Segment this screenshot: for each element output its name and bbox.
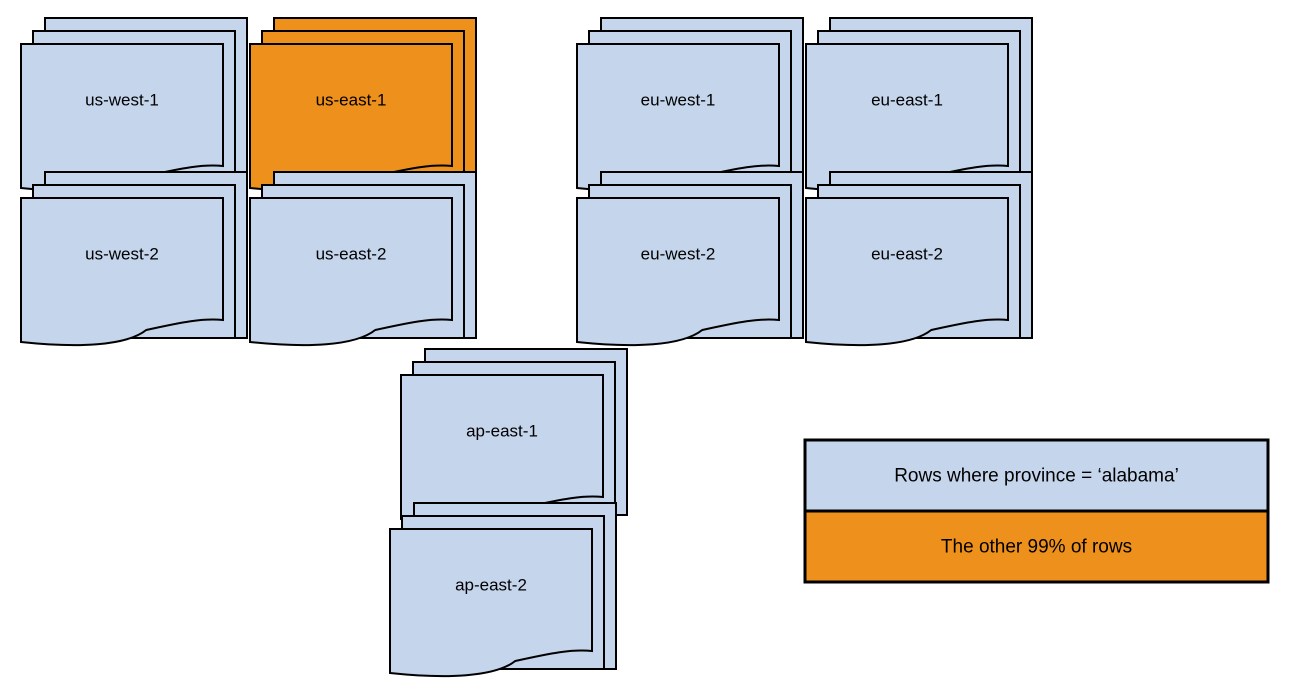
document-sheet-front[interactable] bbox=[249, 197, 453, 347]
document-sheet-front[interactable] bbox=[576, 197, 780, 347]
stack-label-us-east-1: us-east-1 bbox=[316, 90, 387, 109]
legend-highlight-label: The other 99% of rows bbox=[941, 537, 1132, 558]
stack-label-us-west-1: us-west-1 bbox=[85, 90, 159, 109]
document-stack-eu-west-1[interactable]: eu-west-1 bbox=[576, 17, 804, 193]
stack-label-ap-east-2: ap-east-2 bbox=[455, 575, 527, 594]
document-sheet-front[interactable] bbox=[20, 197, 224, 347]
legend-highlight-swatch bbox=[803, 509, 1270, 584]
document-sheet-front[interactable] bbox=[389, 528, 593, 678]
document-sheet-front[interactable] bbox=[805, 197, 1009, 347]
document-stack-eu-east-2[interactable]: eu-east-2 bbox=[805, 171, 1033, 347]
stack-label-eu-west-2: eu-west-2 bbox=[641, 244, 716, 263]
document-stacks-group: us-west-1 us-east-1 eu-west-1 eu-east-1 us-w… bbox=[20, 17, 1033, 678]
stack-label-eu-west-1: eu-west-1 bbox=[641, 90, 716, 109]
stack-label-eu-east-1: eu-east-1 bbox=[871, 90, 943, 109]
document-stack-us-west-2[interactable]: us-west-2 bbox=[20, 171, 248, 347]
document-stack-ap-east-2[interactable]: ap-east-2 bbox=[389, 502, 617, 678]
legend: Rows where province = ‘alabama’ The other… bbox=[803, 438, 1270, 584]
document-stack-eu-east-1[interactable]: eu-east-1 bbox=[805, 17, 1033, 193]
legend-primary-label: Rows where province = ‘alabama’ bbox=[894, 466, 1179, 487]
document-stack-ap-east-1[interactable]: ap-east-1 bbox=[400, 348, 628, 524]
stack-label-ap-east-1: ap-east-1 bbox=[466, 421, 538, 440]
document-stack-eu-west-2[interactable]: eu-west-2 bbox=[576, 171, 804, 347]
stack-label-eu-east-2: eu-east-2 bbox=[871, 244, 943, 263]
legend-primary-swatch bbox=[803, 438, 1270, 513]
stack-label-us-east-2: us-east-2 bbox=[316, 244, 387, 263]
stack-label-us-west-2: us-west-2 bbox=[85, 244, 159, 263]
document-stack-us-east-2[interactable]: us-east-2 bbox=[249, 171, 477, 347]
document-stack-us-east-1[interactable]: us-east-1 bbox=[249, 17, 477, 193]
document-stack-us-west-1[interactable]: us-west-1 bbox=[20, 17, 248, 193]
